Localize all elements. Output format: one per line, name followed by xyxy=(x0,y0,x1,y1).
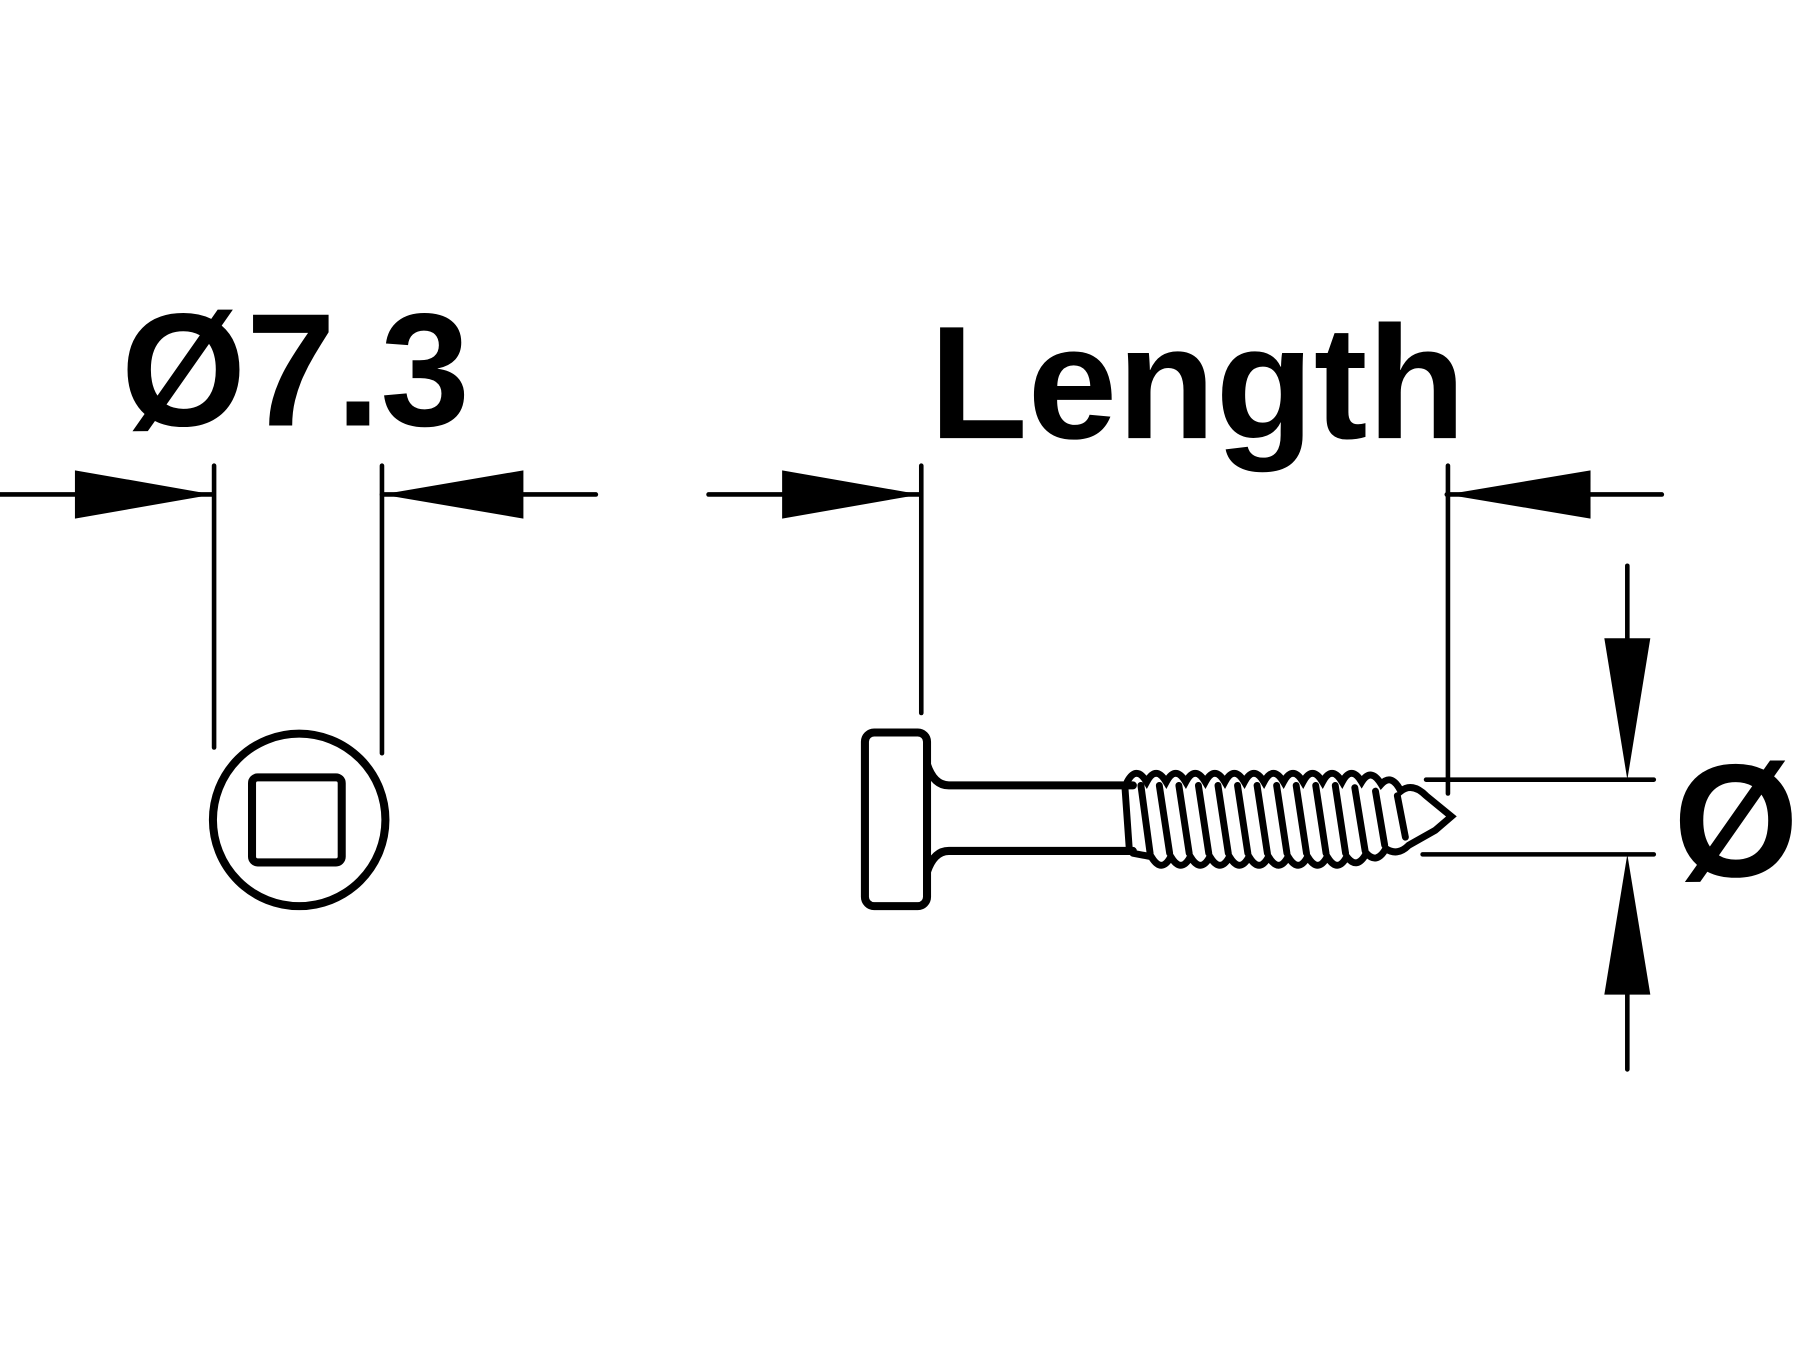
screw-thread xyxy=(1121,769,1457,869)
screw-head-top-view xyxy=(208,729,390,911)
head-diameter-dimension xyxy=(0,463,599,756)
thread-diameter-dimension xyxy=(1420,563,1657,1072)
length-dimension xyxy=(706,463,1665,796)
length-label: Length xyxy=(929,293,1465,473)
thread-diameter-label: Ø xyxy=(1673,731,1798,911)
screw-side-view xyxy=(860,728,1457,911)
head-diameter-label: Ø7.3 xyxy=(121,280,470,460)
